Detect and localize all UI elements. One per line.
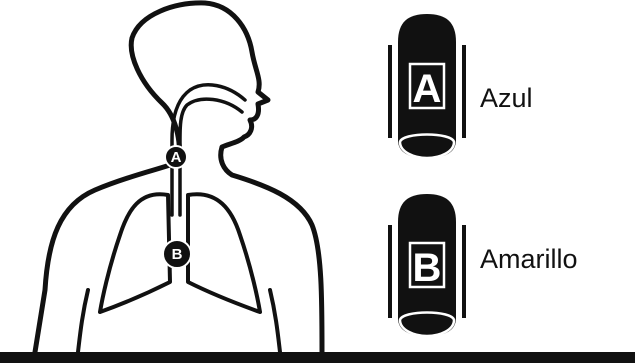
marker-a: A xyxy=(165,146,187,168)
right-lung xyxy=(188,194,260,312)
marker-b-label: B xyxy=(172,246,183,263)
left-lung xyxy=(100,194,170,312)
device-b: B xyxy=(390,194,464,336)
marker-a-label: A xyxy=(171,149,182,166)
bottom-rule xyxy=(0,352,635,363)
left-arm-line xyxy=(78,290,88,352)
device-b-letter: B xyxy=(413,246,442,290)
right-arm-line xyxy=(270,290,280,352)
marker-b: B xyxy=(163,240,191,268)
device-a-label: Azul xyxy=(480,83,533,113)
device-a-letter: A xyxy=(413,67,442,111)
arm-lines xyxy=(78,290,280,352)
device-a: A xyxy=(390,14,464,158)
device-b-label: Amarillo xyxy=(480,244,578,274)
